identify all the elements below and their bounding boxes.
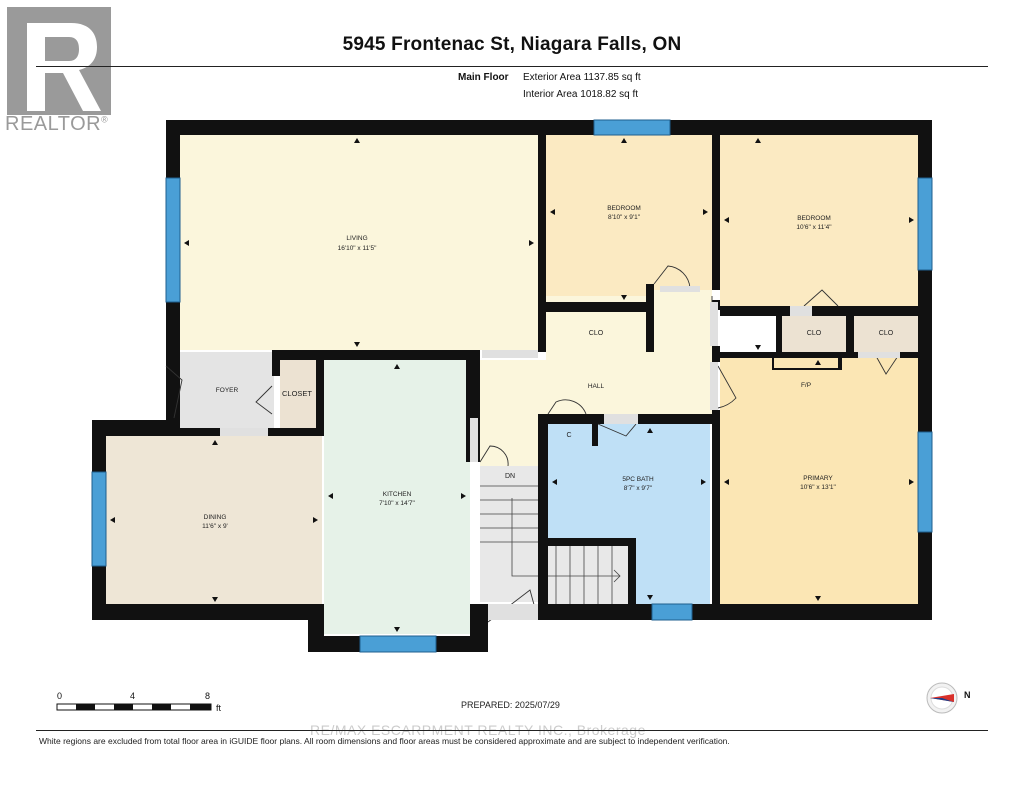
header-divider [36, 66, 988, 67]
primary-closet [854, 316, 918, 352]
footer-divider [36, 730, 988, 731]
room-dims-kitchen: 7'10" x 14'7" [379, 500, 415, 507]
room-labels: LIVING 16'10" x 11'5" BEDROOM 8'10" x 9'… [202, 205, 894, 530]
room-name-kitchen: KITCHEN [383, 491, 412, 498]
exterior-area: Exterior Area 1137.85 sq ft [523, 72, 641, 83]
stairs-down-label: DN [505, 473, 515, 480]
foyer [180, 352, 274, 428]
room-name-hall: HALL [588, 383, 605, 390]
page-title: 5945 Frontenac St, Niagara Falls, ON [342, 34, 682, 55]
room-dims-bedroom-2: 10'6" x 11'4" [796, 224, 832, 231]
stairs-lower [542, 546, 628, 604]
primary-bedroom [720, 356, 918, 604]
stairs [480, 466, 542, 602]
closet-label-primary: CLO [879, 330, 894, 337]
room-name-closet: CLOSET [282, 389, 312, 398]
room-name-bath: 5PC BATH [622, 476, 654, 483]
fireplace-label: F/P [801, 382, 811, 389]
room-dims-primary: 10'6" x 13'1" [800, 484, 836, 491]
closet-label-hall: C [566, 432, 571, 439]
room-name-bedroom-1: BEDROOM [607, 205, 641, 212]
room-dims-bath: 8'7" x 9'7" [624, 485, 653, 492]
door-openings [220, 286, 900, 620]
bedroom-2 [720, 135, 918, 307]
scale-unit: ft [216, 703, 222, 713]
kitchen [324, 360, 470, 634]
foyer-closet [280, 360, 316, 428]
closet-label-bedroom-1: CLO [589, 330, 604, 337]
realtor-logo-text: REALTOR [5, 113, 102, 135]
room-name-foyer: FOYER [216, 387, 239, 394]
scale-tick-0: 0 [57, 691, 63, 701]
prepared-date: PREPARED: 2025/07/29 [461, 700, 560, 710]
dining-room [106, 436, 322, 606]
interior-area: Interior Area 1018.82 sq ft [523, 89, 639, 100]
door-swings [165, 265, 899, 623]
scale-tick-4: 4 [130, 691, 136, 701]
scale-tick-8: 8 [205, 691, 211, 701]
disclaimer-text: White regions are excluded from total fl… [39, 736, 730, 746]
room-dims-living: 16'10" x 11'5" [338, 245, 377, 252]
realtor-logo [5, 5, 123, 140]
room-dims-dining: 11'6" x 9' [202, 523, 228, 530]
living-room [180, 135, 540, 350]
room-name-primary: PRIMARY [803, 475, 833, 482]
room-name-dining: DINING [204, 514, 227, 521]
floor-label: Main Floor [458, 72, 509, 83]
scale-bar [56, 703, 212, 711]
windows [91, 119, 933, 653]
dimension-arrows [110, 138, 914, 632]
compass-icon [926, 682, 958, 714]
room-name-living: LIVING [346, 235, 367, 242]
compass-north-label: N [964, 690, 971, 700]
registered-mark: ® [101, 114, 109, 125]
room-dims-bedroom-1: 8'10" x 9'1" [608, 214, 641, 221]
closet-label-bedroom-2: CLO [807, 330, 822, 337]
bedroom-2-closet [782, 316, 846, 352]
room-name-bedroom-2: BEDROOM [797, 215, 831, 222]
realtor-r-icon [7, 7, 111, 115]
stair-treads [480, 485, 621, 604]
